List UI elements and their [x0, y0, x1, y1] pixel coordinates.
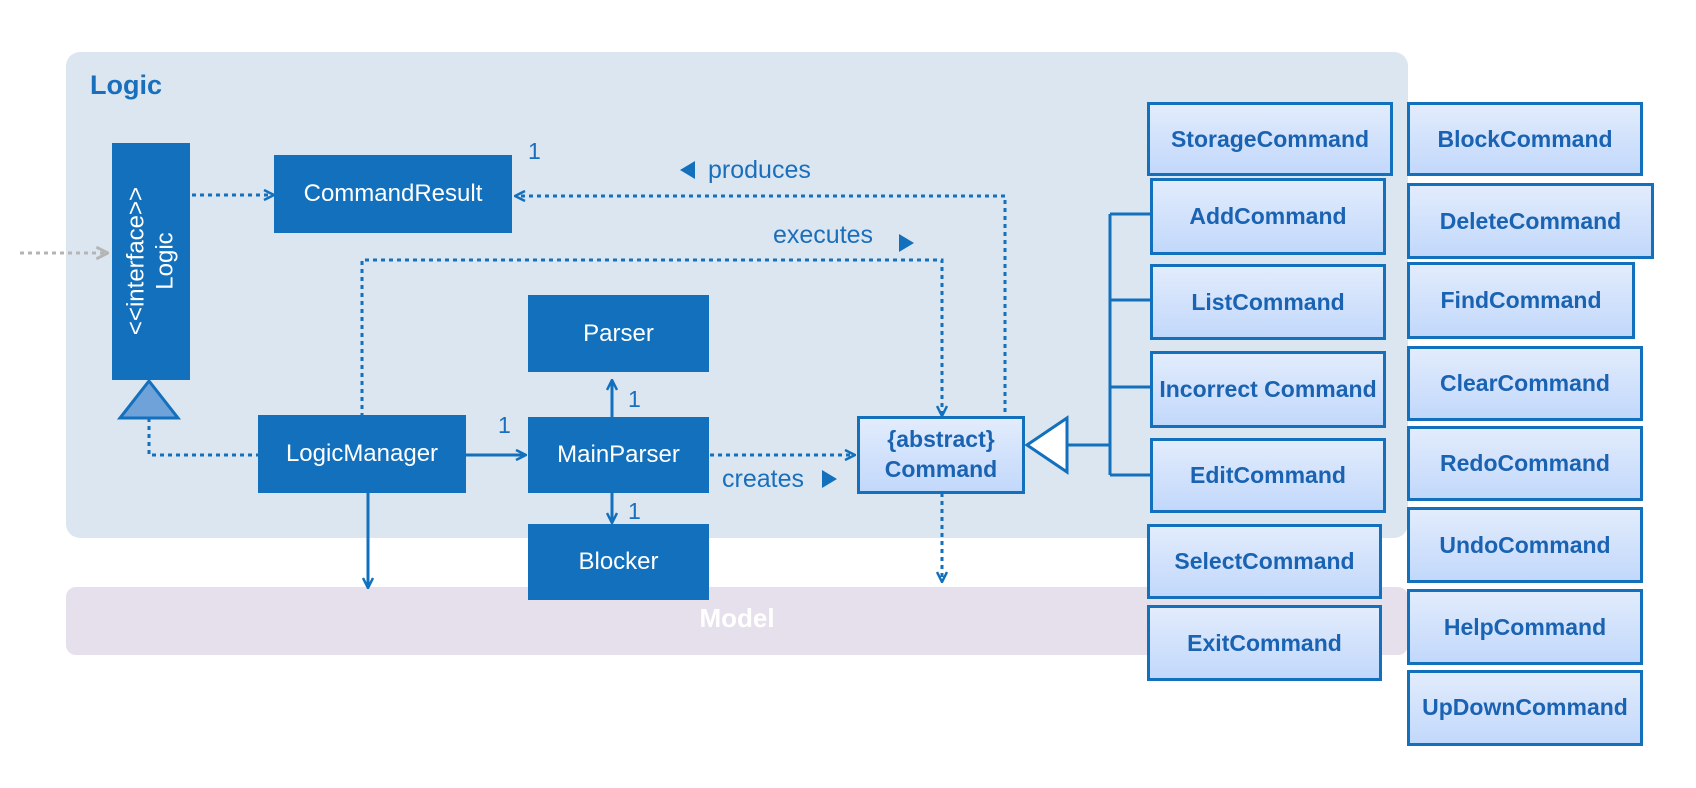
multiplicity-commandresult: 1 — [528, 138, 541, 164]
command-subclass-box: FindCommand — [1407, 262, 1635, 339]
creates-label: creates — [722, 465, 804, 493]
realization-line — [147, 418, 260, 457]
command-name: Command — [884, 456, 998, 482]
command-subclass-box: ListCommand — [1150, 264, 1386, 340]
command-subclass-box: HelpCommand — [1407, 589, 1643, 665]
realization-triangle — [116, 378, 182, 420]
commandresult-box: CommandResult — [274, 155, 512, 233]
command-subclass-box: SelectCommand — [1147, 524, 1382, 599]
produces-label: produces — [708, 156, 811, 184]
command-subclass-box: BlockCommand — [1407, 102, 1643, 176]
mainparser-box: MainParser — [528, 417, 709, 493]
command-abstract-box: {abstract} Command — [857, 416, 1025, 494]
logic-interface-box: <<interface>> Logic — [112, 143, 190, 380]
command-subclass-box: UpDownCommand — [1407, 670, 1643, 746]
command-subclass-box: AddCommand — [1150, 178, 1386, 255]
executes-direction-icon — [899, 234, 914, 252]
multiplicity-blocker: 1 — [628, 498, 641, 524]
command-subclass-box: EditCommand — [1150, 438, 1386, 513]
multiplicity-parser: 1 — [628, 386, 641, 412]
creates-direction-icon — [822, 470, 837, 488]
inheritance-triangle — [1024, 415, 1069, 475]
model-region-title: Model — [699, 603, 775, 633]
command-subclass-box: StorageCommand — [1147, 102, 1393, 176]
command-subclass-box: ExitCommand — [1147, 605, 1382, 681]
produces-dependency — [515, 196, 1007, 436]
command-subclass-box: UndoCommand — [1407, 507, 1643, 583]
logic-interface-text: <<interface>> Logic — [113, 143, 191, 380]
command-subclass-box: Incorrect Command — [1150, 351, 1386, 428]
logic-region-title: Logic — [90, 70, 162, 100]
interface-stereotype: <<interface>> — [122, 186, 150, 336]
interface-name: Logic — [151, 232, 179, 290]
command-subclass-box: RedoCommand — [1407, 426, 1643, 501]
parser-box: Parser — [528, 295, 709, 372]
command-subclass-box: DeleteCommand — [1407, 183, 1654, 259]
multiplicity-mainparser: 1 — [498, 412, 511, 438]
command-subclass-box: ClearCommand — [1407, 346, 1643, 421]
logicmanager-box: LogicManager — [258, 415, 466, 493]
blocker-box: Blocker — [528, 524, 709, 600]
executes-label: executes — [773, 221, 874, 249]
command-stereotype: {abstract} — [887, 426, 995, 453]
produces-direction-icon — [680, 161, 695, 179]
